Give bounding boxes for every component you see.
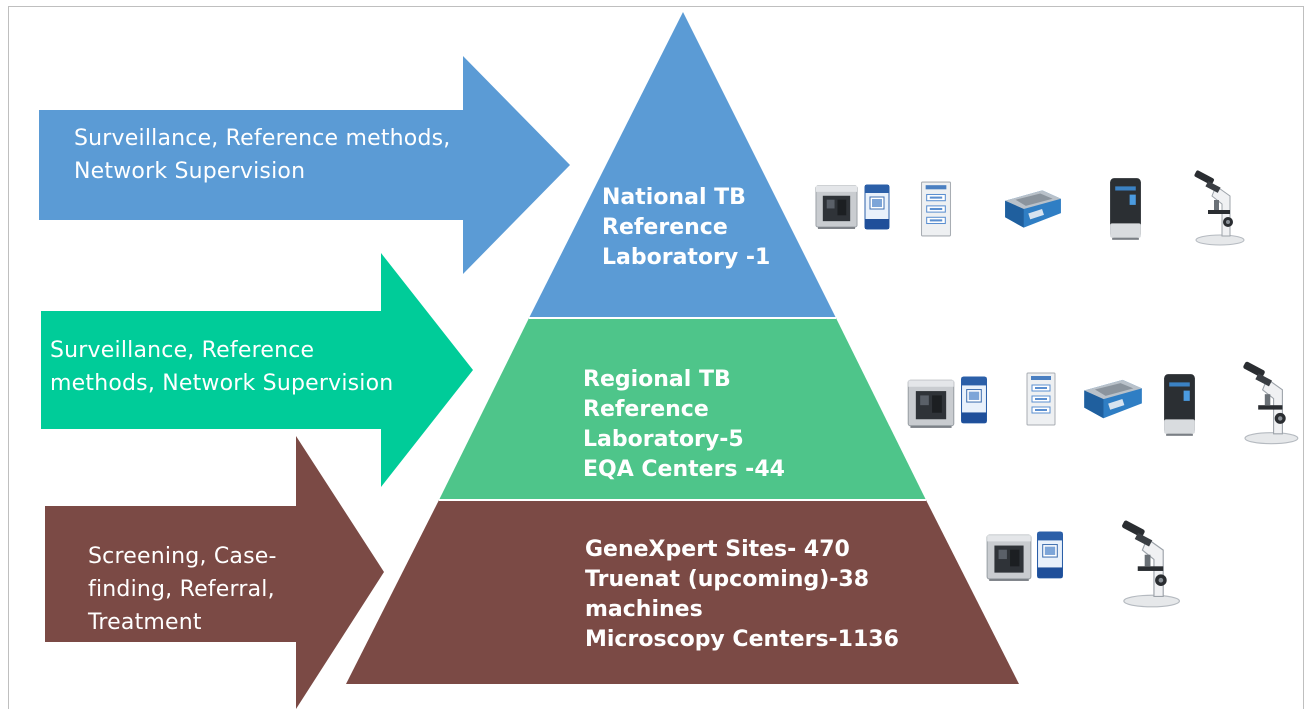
equipment-row-regional	[907, 360, 1299, 445]
pcr-machine-icon	[1164, 374, 1195, 436]
equipment-row-peripheral	[986, 520, 1181, 608]
truenat-cartridge-icon	[864, 184, 890, 230]
arrow-bottom-line: finding, Referral,	[88, 577, 275, 602]
tier-peripheral-label: GeneXpert Sites- 470 Truenat (upcoming)-…	[585, 535, 899, 655]
microscope-icon	[1120, 520, 1181, 608]
tier-national-line: Laboratory -1	[602, 245, 771, 270]
microscope-icon	[1193, 170, 1245, 246]
tier-regional-label: Regional TB Reference Laboratory-5 EQA C…	[583, 365, 785, 485]
incubator-icon	[920, 181, 952, 237]
pcr-machine-icon	[1110, 178, 1141, 240]
arrow-top	[39, 56, 570, 274]
tier-peripheral	[346, 500, 1019, 684]
incubator-icon	[1026, 372, 1056, 426]
arrow-middle	[41, 253, 473, 487]
arrow-bottom-line: Treatment	[88, 610, 202, 635]
tier-regional	[439, 318, 926, 500]
tier-regional-line: Laboratory-5	[583, 427, 744, 452]
tier-peripheral-line: Truenat (upcoming)-38	[585, 567, 870, 592]
tier-peripheral-line: machines	[585, 597, 703, 622]
equipment-row-national	[815, 170, 1245, 246]
arrow-middle-line: Surveillance, Reference	[50, 338, 315, 363]
arrow-top-label: Surveillance, Reference methods, Network…	[74, 122, 450, 188]
tier-peripheral-line: Microscopy Centers-1136	[585, 627, 899, 652]
arrow-top-line: Surveillance, Reference methods,	[74, 126, 451, 151]
tier-national-line: National TB	[602, 185, 746, 210]
tier-national	[529, 12, 836, 318]
genexpert-machine-icon	[986, 534, 1032, 582]
microscope-icon	[1241, 360, 1299, 445]
tier-national-label: National TB Reference Laboratory -1	[602, 183, 770, 273]
truenat-cartridge-icon	[960, 376, 988, 424]
truenat-cartridge-icon	[1036, 531, 1064, 579]
arrow-middle-label: Surveillance, Reference methods, Network…	[50, 334, 393, 400]
arrow-bottom-label: Screening, Case- finding, Referral, Trea…	[88, 540, 277, 639]
heat-block-icon	[1084, 379, 1142, 419]
arrow-bottom	[45, 436, 384, 709]
tier-national-line: Reference	[602, 215, 728, 240]
arrow-bottom-line: Screening, Case-	[88, 544, 277, 569]
slide-frame	[8, 6, 1304, 709]
genexpert-machine-icon	[907, 379, 955, 429]
heat-block-icon	[1005, 190, 1061, 228]
tier-regional-line: EQA Centers -44	[583, 457, 785, 482]
tier-regional-line: Reference	[583, 397, 709, 422]
tier-regional-line: Regional TB	[583, 367, 731, 392]
tier-peripheral-line: GeneXpert Sites- 470	[585, 537, 850, 562]
arrow-middle-line: methods, Network Supervision	[50, 371, 394, 396]
arrow-top-line: Network Supervision	[74, 159, 306, 184]
genexpert-machine-icon	[815, 185, 858, 230]
